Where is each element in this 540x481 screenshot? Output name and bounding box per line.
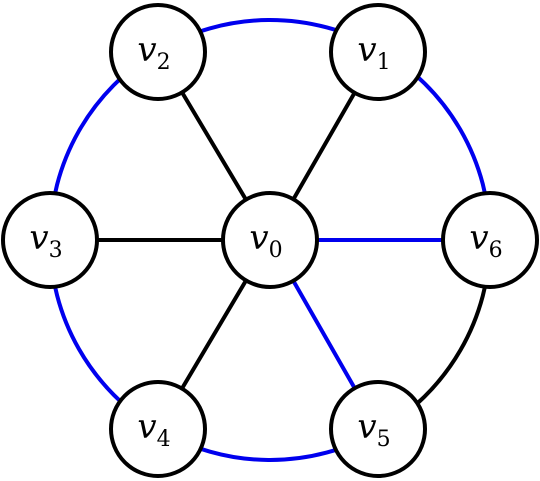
node-v1-label-subscript: 1 bbox=[377, 50, 391, 75]
node-v4-label-main: v bbox=[137, 407, 156, 447]
node-v0-label-main: v bbox=[249, 218, 268, 258]
node-v6-label-main: v bbox=[469, 218, 488, 258]
node-v4-label-subscript: 4 bbox=[157, 427, 171, 452]
node-v4: v4 bbox=[109, 380, 207, 478]
node-v1-label-main: v bbox=[357, 30, 376, 70]
node-v1: v1 bbox=[329, 3, 427, 101]
node-v0: v0 bbox=[221, 191, 319, 289]
node-v2-label: v2 bbox=[137, 30, 170, 75]
node-v5-label: v5 bbox=[357, 407, 390, 452]
node-v4-circle bbox=[109, 380, 207, 478]
node-v0-label-subscript: 0 bbox=[269, 238, 283, 263]
node-v0-label: v0 bbox=[249, 218, 282, 263]
node-v2-label-subscript: 2 bbox=[157, 50, 171, 75]
node-v3-circle bbox=[1, 191, 99, 289]
node-v3-label-main: v bbox=[29, 218, 48, 258]
node-v2-circle bbox=[109, 3, 207, 101]
node-v4-label: v4 bbox=[137, 407, 170, 452]
node-v3-label-subscript: 3 bbox=[49, 238, 63, 263]
node-v5-label-main: v bbox=[357, 407, 376, 447]
node-v1-label: v1 bbox=[357, 30, 390, 75]
node-v5-label-subscript: 5 bbox=[377, 427, 391, 452]
node-v6-label: v6 bbox=[469, 218, 502, 263]
node-v1-circle bbox=[329, 3, 427, 101]
node-v6: v6 bbox=[441, 191, 539, 289]
node-v5-circle bbox=[329, 380, 427, 478]
node-v3: v3 bbox=[1, 191, 99, 289]
node-v6-label-subscript: 6 bbox=[489, 238, 503, 263]
node-v0-circle bbox=[221, 191, 319, 289]
node-v2-label-main: v bbox=[137, 30, 156, 70]
node-v6-circle bbox=[441, 191, 539, 289]
node-v2: v2 bbox=[109, 3, 207, 101]
node-v3-label: v3 bbox=[29, 218, 62, 263]
node-v5: v5 bbox=[329, 380, 427, 478]
